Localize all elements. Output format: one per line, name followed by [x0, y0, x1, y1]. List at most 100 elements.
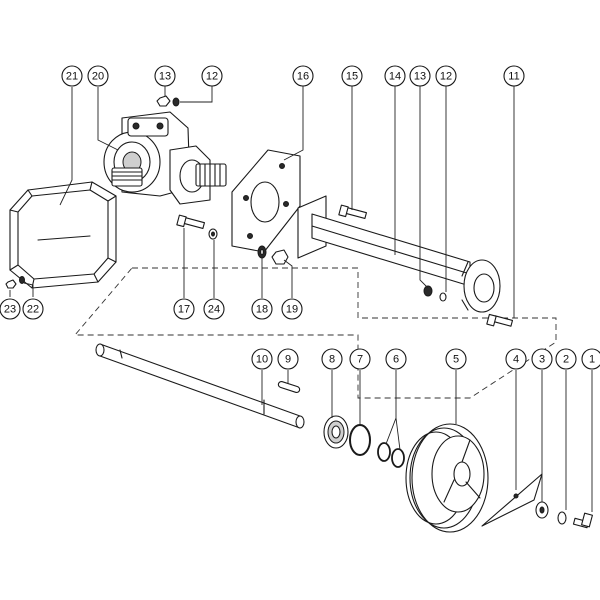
callout-18: 18 — [251, 298, 273, 320]
pulley-part — [405, 423, 489, 533]
callout-number: 13 — [414, 71, 426, 83]
callout-circle — [154, 65, 176, 87]
gearbox-part — [103, 111, 227, 205]
callout-4: 4 — [505, 348, 527, 370]
callout-8: 8 — [321, 348, 343, 370]
blade-part — [481, 473, 543, 527]
callout-number: 1 — [589, 354, 595, 366]
support-tube-part — [297, 195, 501, 313]
callout-circle — [341, 65, 363, 87]
callout-number: 19 — [286, 304, 298, 316]
callout-circle — [409, 65, 431, 87]
callout-circle — [445, 348, 467, 370]
callout-number: 12 — [440, 71, 452, 83]
callout-2: 2 — [555, 348, 577, 370]
ring-part-b — [391, 448, 405, 468]
callout-number: 21 — [66, 71, 78, 83]
callout-5: 5 — [445, 348, 467, 370]
callout-circle — [581, 348, 600, 370]
callout-number: 15 — [346, 71, 358, 83]
callout-number: 22 — [27, 304, 39, 316]
nut-13-tube — [423, 285, 433, 297]
callout-number: 11 — [508, 71, 519, 83]
callout-circle — [384, 65, 406, 87]
callout-circle — [251, 298, 273, 320]
callout-circle — [292, 65, 314, 87]
callout-circle — [505, 348, 527, 370]
callout-circle — [203, 298, 225, 320]
callout-12: 12 — [201, 65, 223, 87]
bolt-15 — [338, 204, 367, 220]
mounting-plate-part — [231, 149, 301, 253]
shield-part — [9, 181, 117, 289]
callout-13: 13 — [154, 65, 176, 87]
callout-number: 24 — [208, 304, 220, 316]
callout-circle — [201, 65, 223, 87]
callout-circle — [349, 348, 371, 370]
callout-number: 23 — [4, 304, 16, 316]
assembly-outline — [74, 267, 557, 399]
callout-17: 17 — [173, 298, 195, 320]
callout-circle — [435, 65, 457, 87]
washer-12-tube — [439, 292, 447, 302]
callout-9: 9 — [277, 348, 299, 370]
callout-circle — [503, 65, 525, 87]
callout-number: 3 — [539, 354, 545, 366]
callout-10: 10 — [251, 348, 273, 370]
callout-6: 6 — [385, 348, 407, 370]
callout-13: 13 — [409, 65, 431, 87]
bolt-17 — [176, 214, 205, 230]
callout-23: 23 — [0, 298, 21, 320]
callout-number: 6 — [393, 354, 399, 366]
callout-20: 20 — [87, 65, 109, 87]
callout-22: 22 — [22, 298, 44, 320]
callout-circle — [385, 348, 407, 370]
nut-18 — [257, 245, 267, 259]
callout-21: 21 — [61, 65, 83, 87]
callout-19: 19 — [281, 298, 303, 320]
circlip-part — [349, 424, 371, 456]
callout-12: 12 — [435, 65, 457, 87]
callout-circle — [61, 65, 83, 87]
callout-number: 18 — [256, 304, 268, 316]
bearing-part — [323, 415, 349, 449]
bolt-1 — [572, 512, 593, 529]
callout-24: 24 — [203, 298, 225, 320]
ring-part-a — [377, 442, 391, 462]
washer-2 — [557, 511, 567, 525]
callout-1: 1 — [581, 348, 600, 370]
nut-19 — [271, 249, 289, 265]
bolt-11 — [486, 313, 514, 327]
callout-7: 7 — [349, 348, 371, 370]
callout-circle — [87, 65, 109, 87]
callout-number: 8 — [329, 354, 335, 366]
leader-lines — [9, 84, 593, 512]
callout-circle — [531, 348, 553, 370]
callout-circle — [22, 298, 44, 320]
callout-number: 5 — [453, 354, 459, 366]
callout-number: 9 — [285, 354, 291, 366]
callout-circle — [277, 348, 299, 370]
washer-24 — [208, 228, 218, 240]
callout-circle — [555, 348, 577, 370]
key-part — [277, 380, 301, 394]
callout-number: 14 — [389, 71, 401, 83]
callout-number: 10 — [256, 354, 268, 366]
callout-number: 12 — [206, 71, 218, 83]
callout-number: 4 — [513, 354, 519, 366]
callout-circle — [281, 298, 303, 320]
callout-circle — [321, 348, 343, 370]
callout-number: 13 — [159, 71, 171, 83]
callout-number: 2 — [563, 354, 569, 366]
callout-circle — [0, 298, 21, 320]
washer-22 — [19, 276, 25, 284]
callout-circle — [173, 298, 195, 320]
callout-circle — [251, 348, 273, 370]
nut-23 — [5, 279, 17, 289]
callout-16: 16 — [292, 65, 314, 87]
nut-13-top — [156, 95, 171, 107]
callout-number: 17 — [178, 304, 190, 316]
